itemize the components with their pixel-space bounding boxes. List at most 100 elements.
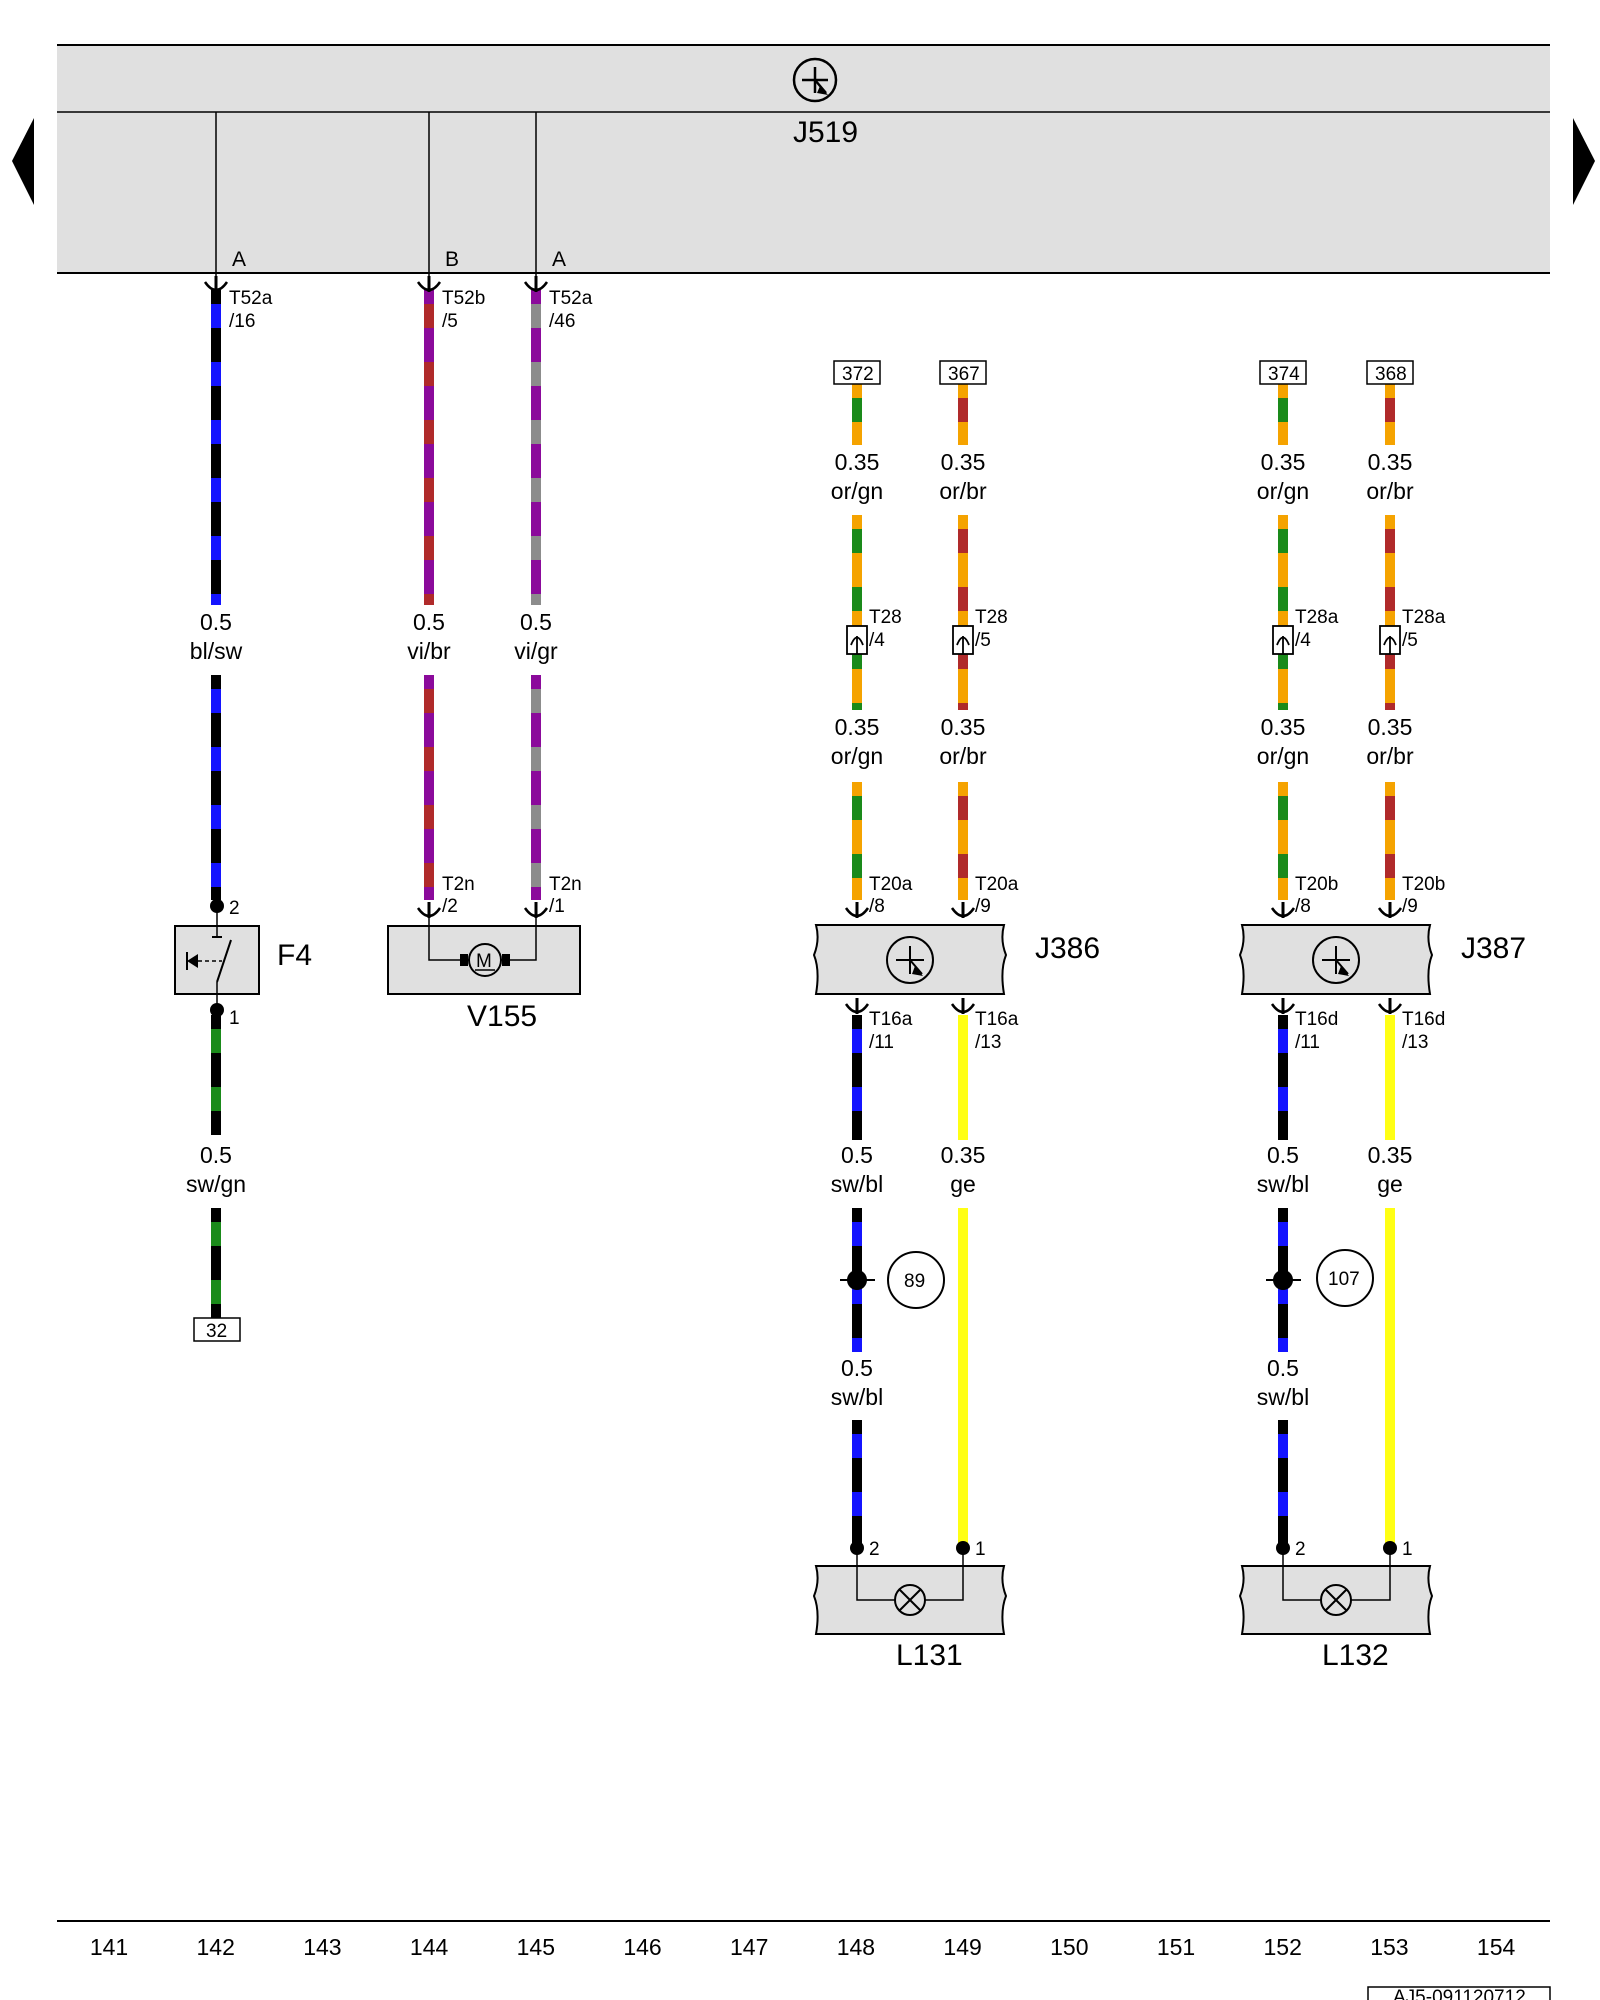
j519-pin-b: B — [445, 248, 459, 271]
grid-number: 141 — [90, 1934, 128, 1960]
conn-t16d-11: T16d — [1295, 1009, 1338, 1030]
conn-t20b-9-pin: /9 — [1402, 896, 1418, 917]
conn-t28a-4-pin: /4 — [1295, 630, 1311, 651]
svg-text:374: 374 — [1268, 364, 1300, 385]
f4-fuse — [174, 906, 260, 1010]
grid-number: 145 — [517, 1934, 555, 1960]
wire-145-b — [531, 675, 541, 900]
grid-number: 152 — [1264, 1934, 1302, 1960]
wire-144-a — [424, 290, 434, 605]
l131-pin2: 2 — [869, 1539, 880, 1560]
conn-t16a-13: T16a — [975, 1009, 1019, 1030]
terminal-cup-icon — [523, 276, 549, 292]
wire-color-label: or/gn — [831, 743, 883, 769]
j519-pin-a1: A — [232, 248, 246, 271]
wire-gauge-label: 0.5 — [520, 609, 552, 635]
wire-color-label: ge — [1377, 1171, 1403, 1197]
lamp-icon — [894, 1584, 926, 1616]
ref-367[interactable]: 367 — [939, 360, 987, 385]
transistor-symbol-icon — [792, 57, 838, 103]
svg-text:367: 367 — [948, 364, 980, 385]
wire-gauge-label: 0.35 — [835, 714, 880, 740]
wire-152-c — [1278, 782, 1288, 900]
wire-gauge-label: 0.5 — [200, 1142, 232, 1168]
wire-142-c — [211, 1015, 221, 1135]
inline-connector-icon — [1379, 625, 1401, 655]
j386-label: J386 — [1035, 932, 1100, 965]
wire-gauge-label: 0.5 — [841, 1355, 873, 1381]
terminal-cup-icon — [950, 998, 976, 1014]
terminal-cup-icon — [950, 902, 976, 918]
conn-t28-5-pin: /5 — [975, 630, 991, 651]
f4-label: F4 — [277, 939, 312, 972]
wire-gauge-label: 0.35 — [941, 449, 986, 475]
j387-control-unit — [1238, 924, 1434, 995]
l132-pin2: 2 — [1295, 1539, 1306, 1560]
triangle-left-icon[interactable] — [12, 118, 34, 205]
wire-color-label: sw/gn — [186, 1171, 246, 1197]
conn-t28-4: T28 — [869, 607, 902, 628]
triangle-right-icon[interactable] — [1573, 118, 1595, 205]
l131-pin1: 1 — [975, 1539, 986, 1560]
wire-gauge-label: 0.35 — [1368, 1142, 1413, 1168]
grid-number: 147 — [730, 1934, 768, 1960]
wire-gauge-label: 0.35 — [941, 1142, 986, 1168]
wire-color-label: or/br — [1366, 743, 1414, 769]
terminal-cup-icon — [1270, 902, 1296, 918]
terminal-cup-icon — [1377, 998, 1403, 1014]
conn-t2n-1-pin: /1 — [549, 896, 565, 917]
wire-142-d — [211, 1208, 221, 1318]
thermal-fuse-icon — [186, 906, 232, 1010]
wire-gauge-label: 0.35 — [1261, 449, 1306, 475]
l131-lamp — [812, 1548, 1008, 1635]
conn-t2n-2-pin: /2 — [442, 896, 458, 917]
wire-149-b — [958, 515, 968, 710]
wire-gauge-label: 0.5 — [200, 609, 232, 635]
motor-icon: M — [460, 943, 510, 977]
conn-t16a-13-pin: /13 — [975, 1032, 1001, 1053]
svg-text:368: 368 — [1375, 364, 1407, 385]
grid-number: 153 — [1370, 1934, 1408, 1960]
wire-148-b — [852, 515, 862, 710]
wire-color-label: ge — [950, 1171, 976, 1197]
lamp-icon — [1320, 1584, 1352, 1616]
conn-t52b-5: T52b — [442, 288, 485, 309]
ref-374[interactable]: 374 — [1259, 360, 1307, 385]
conn-t16a-11: T16a — [869, 1009, 913, 1030]
ref-372[interactable]: 372 — [833, 360, 881, 385]
wire-gauge-label: 0.35 — [1368, 714, 1413, 740]
terminal-cup-icon — [844, 902, 870, 918]
conn-t20b-8: T20b — [1295, 874, 1338, 895]
conn-t52a-46-pin: /46 — [549, 311, 575, 332]
l132-label: L132 — [1322, 1639, 1389, 1672]
ref-32[interactable]: 32 — [193, 1317, 241, 1342]
terminal-cup-icon — [844, 998, 870, 1014]
svg-text:107: 107 — [1328, 1269, 1360, 1290]
ref-368[interactable]: 368 — [1366, 360, 1414, 385]
wire-color-label: or/br — [1366, 478, 1414, 504]
v155-motor: M — [387, 906, 581, 995]
svg-text:372: 372 — [842, 364, 874, 385]
wire-152-a — [1278, 384, 1288, 445]
wire-149-d — [958, 1015, 968, 1140]
j386-control-unit — [812, 924, 1008, 995]
inline-connector-icon — [952, 625, 974, 655]
wire-152-b — [1278, 515, 1288, 710]
wire-gauge-label: 0.5 — [841, 1142, 873, 1168]
wire-color-label: or/br — [939, 743, 987, 769]
grid-number: 149 — [943, 1934, 981, 1960]
l132-lamp — [1238, 1548, 1434, 1635]
terminal-cup-icon — [203, 276, 229, 292]
wire-148-d — [852, 1015, 862, 1140]
svg-text:32: 32 — [206, 1321, 227, 1342]
grid-number: 151 — [1157, 1934, 1195, 1960]
svg-text:M: M — [476, 951, 492, 972]
j519-control-unit: J519 — [57, 44, 1550, 274]
inline-connector-icon — [1272, 625, 1294, 655]
j387-label: J387 — [1461, 932, 1526, 965]
conn-t16d-13-pin: /13 — [1402, 1032, 1428, 1053]
wire-153-d — [1385, 1015, 1395, 1140]
grid-number: 154 — [1477, 1934, 1516, 1960]
grid-number: 143 — [303, 1934, 341, 1960]
